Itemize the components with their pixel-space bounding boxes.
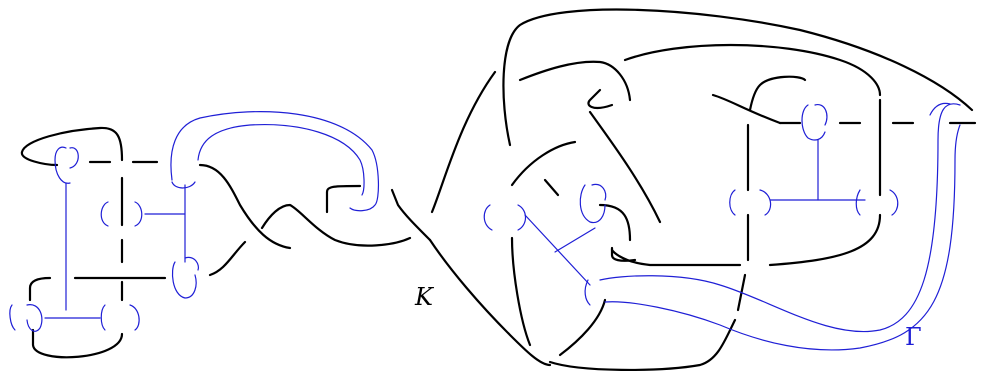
graph-band	[801, 104, 826, 141]
graph-band	[54, 146, 71, 184]
graph-band	[584, 279, 591, 306]
knot-strand	[198, 163, 292, 250]
knot-strand	[748, 75, 807, 112]
graph-band	[483, 204, 493, 231]
knot-strand	[598, 203, 632, 242]
graph-band	[129, 304, 140, 331]
graph-Gamma	[9, 102, 961, 351]
graph-band	[517, 204, 527, 231]
knot-K	[20, 8, 977, 372]
knot-strand	[510, 236, 532, 347]
knot-strand	[325, 184, 362, 214]
knot-strand	[502, 8, 974, 147]
knot-strand	[623, 43, 882, 97]
graph-band	[171, 181, 196, 189]
graph-band	[100, 201, 109, 227]
graph-band	[579, 184, 606, 224]
graph-band	[26, 304, 43, 332]
knot-strand	[548, 318, 737, 372]
graph-band	[729, 189, 736, 216]
knot-strand	[768, 213, 882, 267]
knot-strand	[711, 93, 782, 125]
graph-band	[171, 261, 197, 299]
knot-strand	[588, 110, 662, 224]
graph-tube	[197, 123, 365, 196]
graph-band	[889, 189, 899, 216]
graph-band	[69, 147, 79, 169]
knot-strand	[558, 298, 607, 357]
graph-band	[100, 304, 106, 331]
graph-tube	[170, 111, 379, 212]
graph-band	[591, 183, 607, 201]
knot-strand	[260, 203, 412, 247]
knot-strand	[208, 240, 247, 277]
knot-strand	[510, 140, 577, 187]
knot-strand	[610, 246, 637, 262]
graph-band	[929, 102, 951, 116]
knot-strand	[430, 70, 497, 214]
knot-strand	[587, 88, 614, 109]
knot-strand	[28, 276, 52, 302]
knot-strand	[610, 248, 742, 267]
graph-band	[814, 103, 828, 126]
label-graph: Γ	[905, 323, 922, 351]
knot-strand	[20, 126, 124, 167]
graph-band	[855, 189, 861, 216]
knot-strand	[428, 238, 552, 367]
label-knot: K	[414, 283, 435, 311]
graph-band	[134, 201, 143, 227]
graph-band	[759, 189, 772, 216]
graph-band	[9, 304, 16, 331]
graph-band	[184, 256, 200, 271]
graph-tube	[604, 124, 961, 351]
knot-strand	[518, 60, 632, 102]
graph-edge	[554, 227, 596, 253]
graph-tube	[599, 103, 961, 333]
knot-strand	[543, 178, 560, 197]
knot-strand	[390, 188, 432, 242]
knot-strand	[31, 328, 124, 359]
